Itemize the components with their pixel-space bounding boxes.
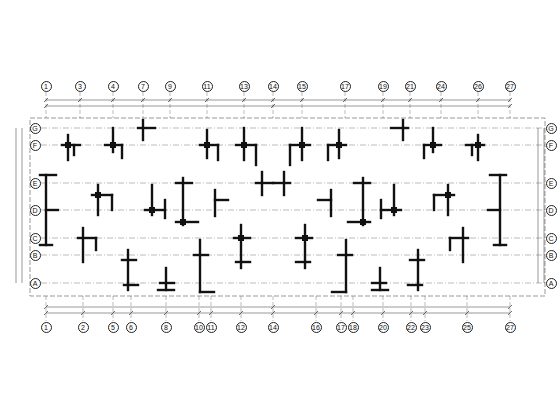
axis-bubble: 2 <box>78 322 89 333</box>
axis-number: 8 <box>164 324 168 331</box>
axis-number: 13 <box>240 83 248 90</box>
axis-number: G <box>32 125 37 132</box>
axis-number: G <box>548 125 553 132</box>
axis-number: 24 <box>437 83 445 90</box>
axis-bubble: 11 <box>206 322 217 333</box>
axis-bubble: B <box>30 250 41 261</box>
axis-number: 15 <box>298 83 306 90</box>
axis-bubble: 13 <box>239 81 250 92</box>
axis-number: F <box>549 142 553 149</box>
axis-bubble: E <box>546 178 557 189</box>
axis-number: 4 <box>111 83 115 90</box>
axis-bubble: D <box>546 205 557 216</box>
axis-number: 17 <box>341 83 349 90</box>
axis-bubble: 24 <box>436 81 447 92</box>
axis-number: 14 <box>269 324 277 331</box>
axis-bubble: 3 <box>75 81 86 92</box>
axis-number: 19 <box>379 83 387 90</box>
axis-bubble: 23 <box>420 322 431 333</box>
axis-bubble: G <box>30 123 41 134</box>
axis-bubble: 4 <box>108 81 119 92</box>
axis-number: B <box>33 252 38 259</box>
grid-lines <box>16 92 545 321</box>
axis-number: 23 <box>421 324 429 331</box>
axis-number: 6 <box>129 324 133 331</box>
axis-bubble: 7 <box>138 81 149 92</box>
axis-number: 9 <box>168 83 172 90</box>
axis-number: C <box>32 235 37 242</box>
axis-number: 18 <box>349 324 357 331</box>
axis-number: 26 <box>474 83 482 90</box>
axis-bubble: 21 <box>405 81 416 92</box>
axis-number: B <box>549 252 554 259</box>
axis-bubble: D <box>30 205 41 216</box>
axis-bubble: 8 <box>161 322 172 333</box>
axis-bubble: 26 <box>473 81 484 92</box>
axis-bubble: C <box>546 233 557 244</box>
axis-number: A <box>549 280 554 287</box>
axis-number: 2 <box>81 324 85 331</box>
axis-number: 21 <box>406 83 414 90</box>
axis-bubble: 17 <box>340 81 351 92</box>
shear-walls <box>40 120 506 292</box>
axis-bubble: 22 <box>406 322 417 333</box>
axis-number: A <box>33 280 38 287</box>
axis-bubble: 12 <box>236 322 247 333</box>
axis-number: 22 <box>407 324 415 331</box>
axis-number: 1 <box>44 83 48 90</box>
axis-bubble: 10 <box>194 322 205 333</box>
axis-number: 5 <box>111 324 115 331</box>
axis-number: E <box>549 180 554 187</box>
axis-number: 20 <box>379 324 387 331</box>
axis-bubble: A <box>30 278 41 289</box>
axis-number: F <box>33 142 37 149</box>
axis-bubble: 11 <box>202 81 213 92</box>
axis-bubble: F <box>546 140 557 151</box>
axis-number: 10 <box>195 324 203 331</box>
axis-number: 27 <box>506 324 514 331</box>
axis-number: 12 <box>237 324 245 331</box>
axis-number: 7 <box>141 83 145 90</box>
axis-number: C <box>548 235 553 242</box>
axis-bubble: 27 <box>505 322 516 333</box>
axis-number: 1 <box>44 324 48 331</box>
axis-bubble: 25 <box>462 322 473 333</box>
axis-bubble: C <box>30 233 41 244</box>
axis-bubble: 5 <box>108 322 119 333</box>
axis-bubble: 15 <box>297 81 308 92</box>
axis-bubble: 14 <box>268 81 279 92</box>
axis-number: 11 <box>207 324 214 331</box>
axis-number: 17 <box>337 324 345 331</box>
axis-bubble: 14 <box>268 322 279 333</box>
axis-bubble: 16 <box>311 322 322 333</box>
axis-bubble: E <box>30 178 41 189</box>
axis-bubble: 27 <box>505 81 516 92</box>
axis-bubble: 9 <box>165 81 176 92</box>
axis-bubble: 6 <box>126 322 137 333</box>
axis-bubble: 1 <box>41 81 52 92</box>
axis-number: 27 <box>506 83 514 90</box>
axis-bubble: G <box>546 123 557 134</box>
axis-number: 11 <box>203 83 210 90</box>
axis-number: E <box>33 180 38 187</box>
axis-bubble: 1 <box>41 322 52 333</box>
axis-bubble: 18 <box>348 322 359 333</box>
axis-number: D <box>32 207 37 214</box>
axis-bubble: F <box>30 140 41 151</box>
axis-number: 16 <box>312 324 320 331</box>
axis-bubble: 20 <box>378 322 389 333</box>
axis-number: 3 <box>78 83 82 90</box>
axis-bubble: B <box>546 250 557 261</box>
axis-bubble: 19 <box>378 81 389 92</box>
axis-bubble: A <box>546 278 557 289</box>
axis-number: 25 <box>463 324 471 331</box>
axis-number: 14 <box>269 83 277 90</box>
axis-bubble: 17 <box>336 322 347 333</box>
axis-number: D <box>548 207 553 214</box>
